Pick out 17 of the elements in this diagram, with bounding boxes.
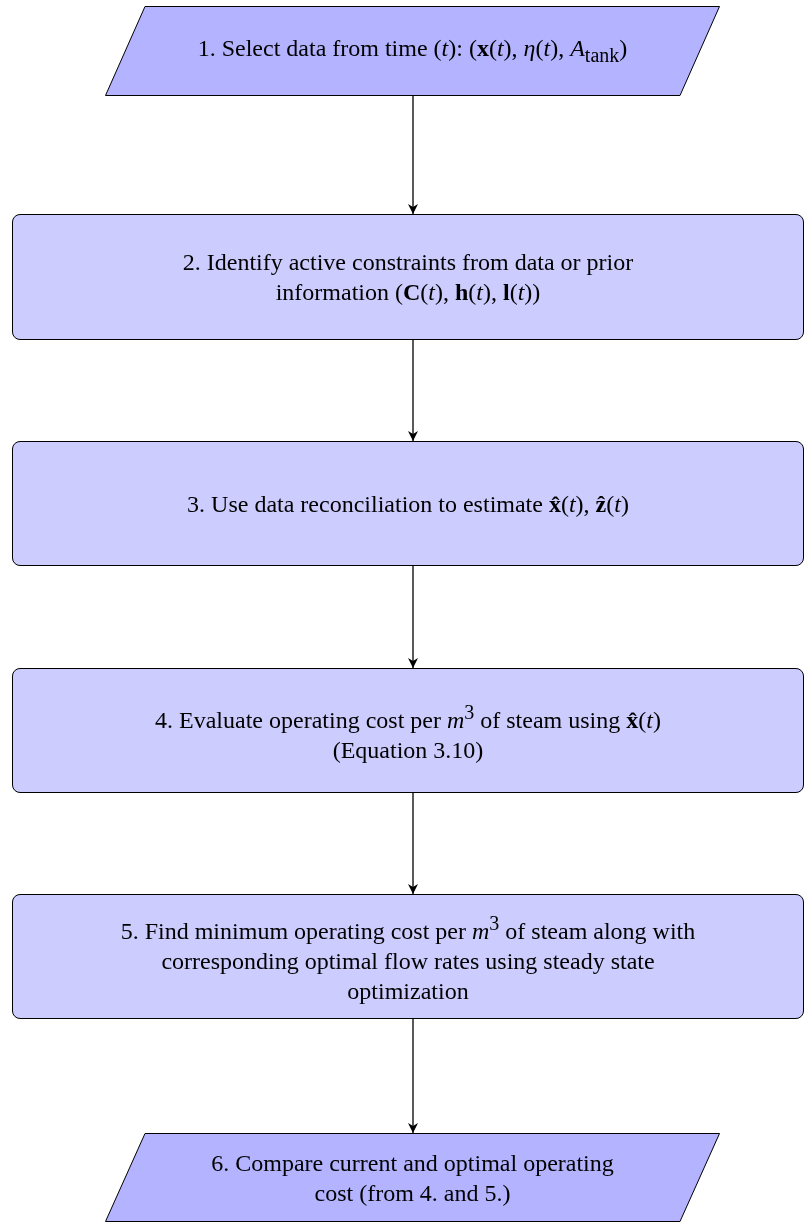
step-text: 4. Evaluate operating cost per m$^{3}$ of steam using x̂(t) (Equation 3.10) bbox=[154, 699, 662, 765]
arrow bbox=[408, 95, 418, 215]
step-text: 1. Select data from time (t): (x(t), η(t), A$_{tank}$) bbox=[197, 33, 628, 68]
process-box bbox=[12, 894, 804, 1019]
io-parallelogram bbox=[105, 1133, 720, 1222]
process-box bbox=[12, 668, 804, 793]
io-parallelogram bbox=[105, 6, 720, 96]
step-text: 2. Identify active constraints from data or prior information (C(t), h(t), l(t)) bbox=[181, 248, 635, 307]
arrow bbox=[408, 339, 418, 442]
arrow bbox=[408, 565, 418, 669]
step-text: 3. Use data reconciliation to estimate x̂(t), ẑ(t) bbox=[187, 489, 629, 519]
process-box bbox=[12, 214, 804, 340]
arrow bbox=[408, 1018, 418, 1134]
step-text: 6. Compare current and optimal operating cost (from 4. and 5.) bbox=[210, 1148, 615, 1208]
process-box bbox=[12, 441, 804, 566]
arrow bbox=[408, 792, 418, 895]
step-text: 5. Find minimum operating cost per m$^{3}$ of steam along with corresponding optimal flow rates using steady state optimization bbox=[119, 910, 697, 1006]
